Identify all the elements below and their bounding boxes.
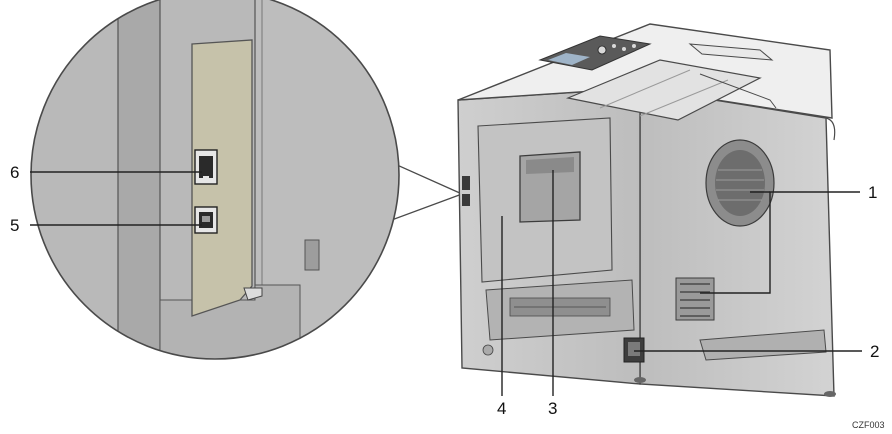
control-panel [538, 35, 652, 71]
callout-leader-1 [700, 191, 860, 294]
callout-5: 5 [10, 216, 19, 235]
side-vent-round [705, 139, 775, 227]
callout-3: 3 [548, 399, 557, 418]
output-tray [565, 43, 777, 121]
side-vent-slots [675, 277, 715, 321]
inset-circle [30, 0, 400, 360]
callout-4: 4 [497, 399, 506, 418]
usb-port-icon [194, 206, 218, 234]
power-connector-icon [623, 337, 645, 363]
duplex-unit [482, 279, 635, 356]
callout-2: 2 [870, 342, 879, 361]
printer-body [457, 23, 836, 397]
callout-6: 6 [10, 163, 19, 182]
magnified-inset [30, 0, 463, 360]
ethernet-port-icon [194, 149, 218, 185]
callout-1: 1 [868, 183, 877, 202]
figure-code: CZF003 [852, 420, 885, 430]
callout-leaders [30, 170, 862, 396]
rear-cover [477, 117, 613, 283]
